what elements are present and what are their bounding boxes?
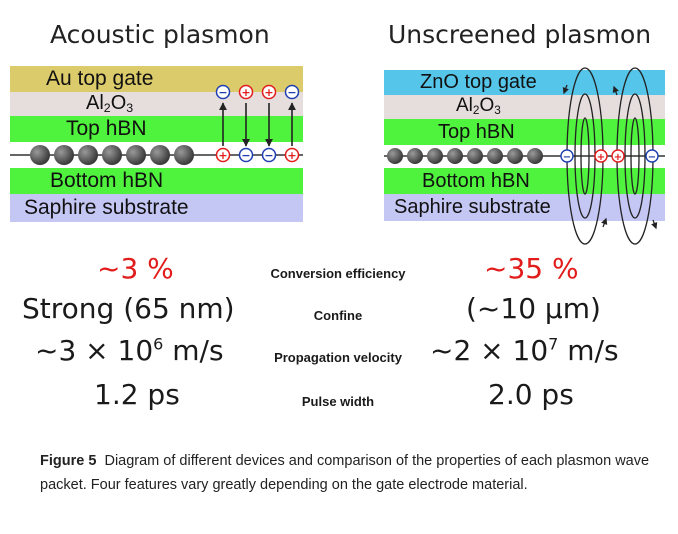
positive-charge-icon [215, 147, 231, 163]
unscreened-plasmon-overlay: − + + − [384, 67, 665, 245]
graphene-charges: − + + − [560, 149, 659, 163]
svg-text:+: + [218, 149, 227, 162]
bottom-hbn-label: Bottom hBN [422, 170, 530, 192]
svg-text:−: − [218, 86, 227, 99]
positive-charge-icon [238, 84, 254, 100]
svg-text:+: + [264, 86, 273, 99]
positive-charge-icon [284, 147, 300, 163]
acoustic-conversion-efficiency: ~3 % [97, 252, 174, 285]
acoustic-pulse-width: 1.2 ps [94, 378, 180, 411]
pulse-width-label: Pulse width [301, 394, 375, 409]
negative-charge-icon [560, 149, 574, 163]
caption-text: Diagram of different devices and compari… [40, 453, 650, 493]
unscreened-pulse-width: 2.0 ps [488, 378, 574, 411]
conversion-efficiency-row: ~3 % Conversion efficiency ~35 % [0, 252, 678, 292]
svg-text:−: − [287, 86, 296, 99]
top-hbn-layer: Top hBN [10, 116, 303, 142]
propagation-velocity-row: ~3 × 106 m/s Propagation velocity ~2 × 1… [0, 334, 678, 374]
negative-charge-icon [284, 84, 300, 100]
svg-text:−: − [241, 149, 250, 162]
negative-charge-icon [261, 147, 277, 163]
bottom-hbn-layer: Bottom hBN [10, 168, 303, 194]
svg-text:−: − [563, 152, 571, 163]
acoustic-confine: Strong (65 nm) [22, 292, 235, 325]
confine-label: Confine [313, 308, 363, 323]
acoustic-propagation-velocity: ~3 × 106 m/s [35, 334, 224, 367]
figure-label: Figure 5 [40, 453, 97, 469]
sapphire-substrate-layer: Saphire substrate [384, 194, 665, 221]
au-top-gate-layer: Au top gate [10, 66, 303, 92]
sapphire-substrate-layer: Saphire substrate [10, 194, 303, 222]
confine-row: Strong (65 nm) Confine (~10 μm) [0, 292, 678, 332]
unscreened-propagation-velocity: ~2 × 107 m/s [430, 334, 619, 367]
graphene-atoms [30, 145, 194, 165]
svg-text:−: − [264, 149, 273, 162]
negative-charge-icon [645, 149, 659, 163]
svg-text:+: + [614, 152, 622, 163]
negative-charge-icon [215, 84, 231, 100]
acoustic-plasmon-overlay: − + + − + − − + [10, 84, 303, 165]
unscreened-conversion-efficiency: ~35 % [484, 252, 579, 285]
svg-text:−: − [648, 152, 656, 163]
unscreened-plasmon-title: Unscreened plasmon [388, 20, 652, 49]
pulse-width-row: 1.2 ps Pulse width 2.0 ps [0, 378, 678, 418]
acoustic-plasmon-title: Acoustic plasmon [50, 20, 270, 49]
figure-caption: Figure 5 Diagram of different devices an… [40, 449, 650, 497]
svg-text:+: + [287, 149, 296, 162]
bottom-hbn-label: Bottom hBN [50, 169, 164, 192]
al2o3-layer: Al2O3 [384, 95, 665, 119]
unscreened-confine: (~10 μm) [466, 292, 601, 325]
positive-charge-icon [261, 84, 277, 100]
electric-field-arrows [219, 102, 296, 147]
au-top-gate-label: Au top gate [46, 67, 154, 90]
positive-charge-icon [611, 149, 625, 163]
propagation-velocity-label: Propagation velocity [274, 350, 402, 365]
al2o3-label: Al2O3 [86, 92, 134, 116]
al2o3-layer: Al2O3 [10, 92, 303, 116]
sapphire-substrate-label: Saphire substrate [24, 196, 189, 219]
conversion-efficiency-label: Conversion efficiency [270, 266, 406, 281]
sapphire-substrate-label: Saphire substrate [394, 196, 551, 218]
svg-text:+: + [597, 152, 605, 163]
negative-charge-icon [238, 147, 254, 163]
svg-text:+: + [241, 86, 250, 99]
graphene-charges: + − − + [215, 147, 300, 163]
top-hbn-label: Top hBN [438, 121, 515, 143]
top-hbn-label: Top hBN [66, 117, 147, 140]
graphene-atoms [387, 148, 543, 164]
zno-top-gate-label: ZnO top gate [420, 71, 537, 93]
gate-image-charges: − + + − [215, 84, 300, 100]
positive-charge-icon [594, 149, 608, 163]
al2o3-label: Al2O3 [456, 95, 501, 117]
